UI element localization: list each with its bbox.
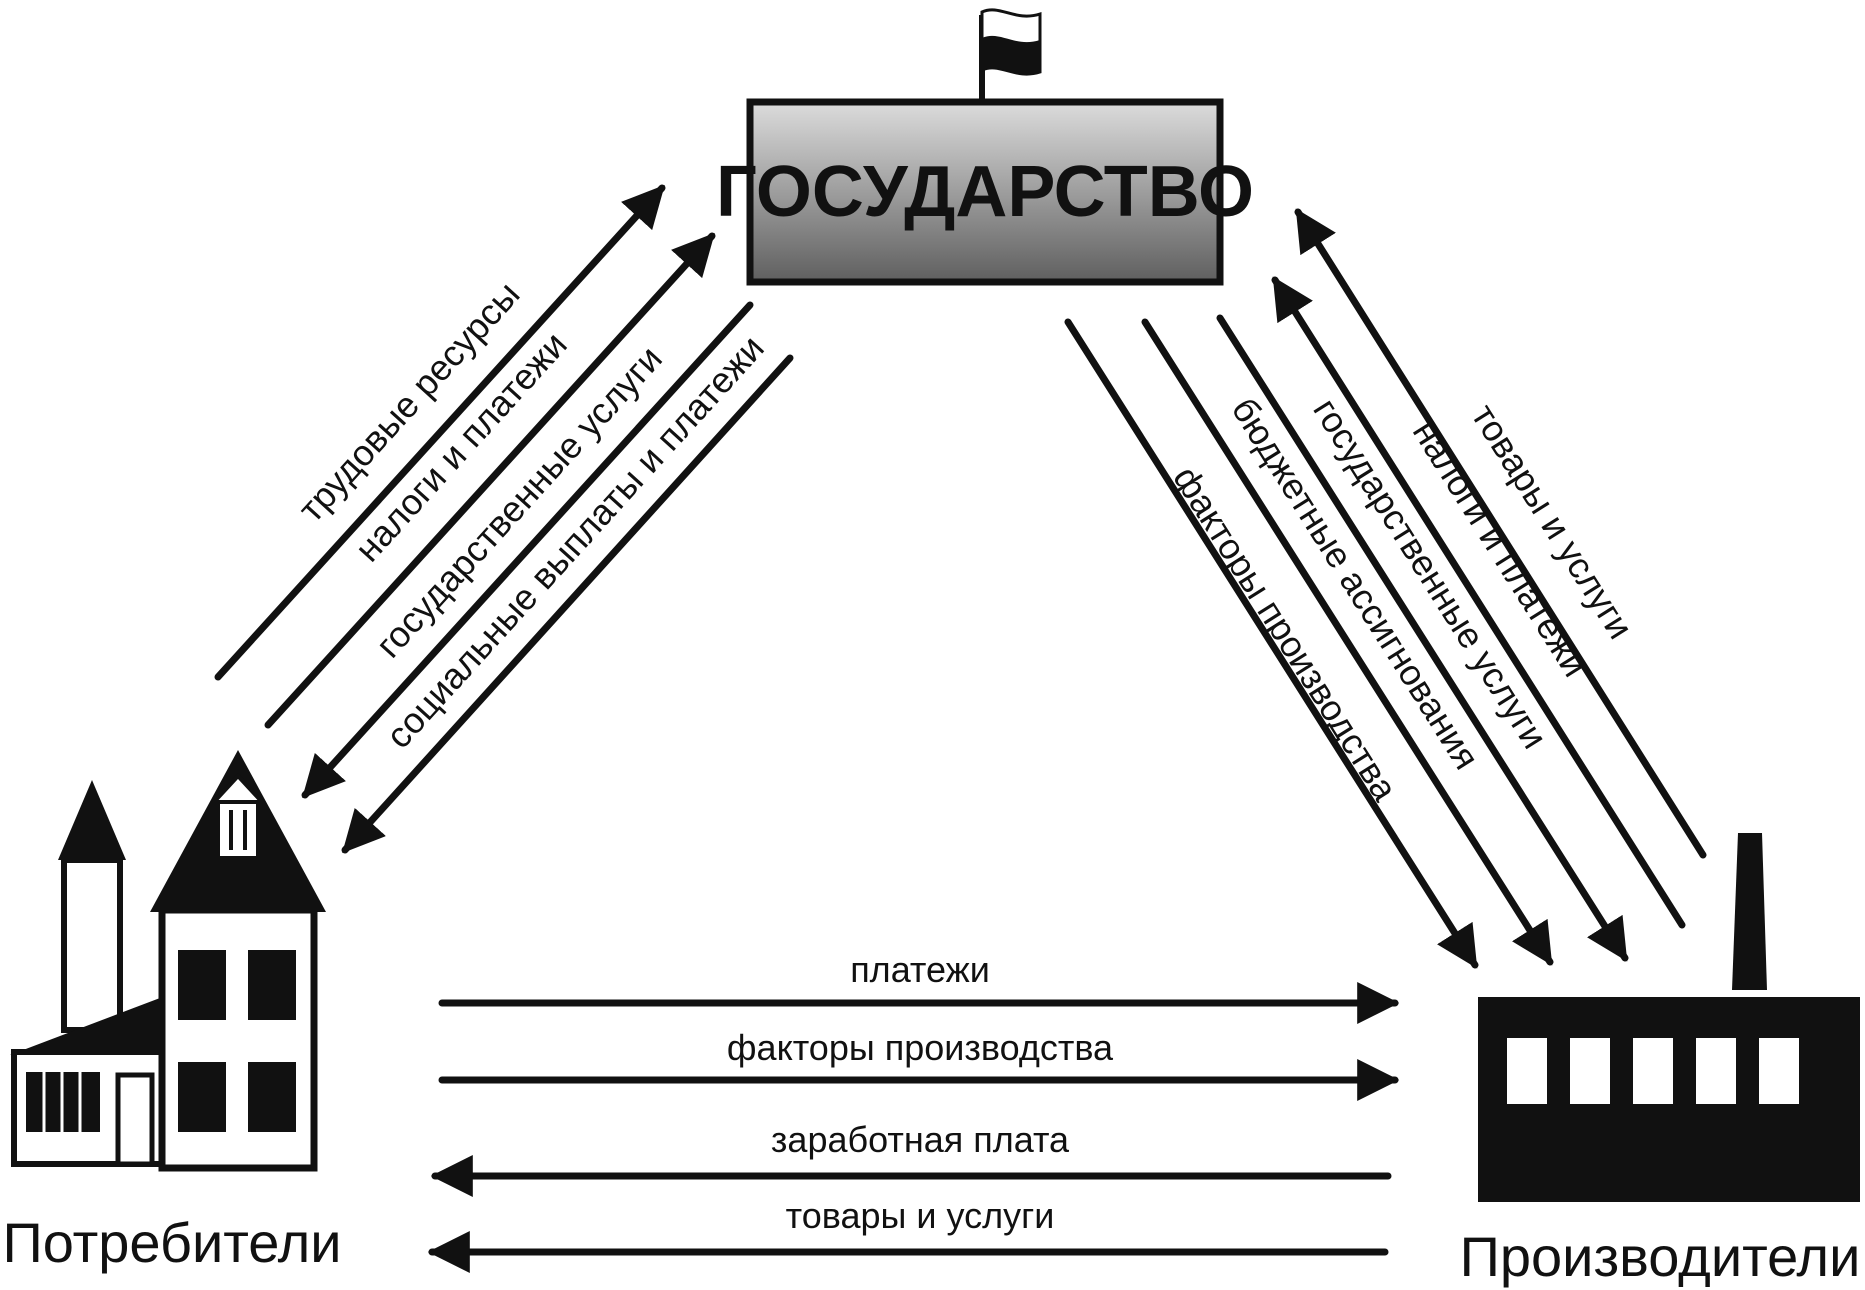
state-title: ГОСУДАРСТВО: [716, 152, 1254, 232]
bottom-flow-label: товары и услуги: [786, 1195, 1055, 1236]
right-arrow-services-to-producers: [1216, 314, 1629, 962]
producers-label: Производители: [1460, 1225, 1861, 1288]
state-node: ГОСУДАРСТВО: [716, 8, 1254, 286]
factory-icon: [1478, 833, 1860, 1202]
consumers-node: Потребители: [2, 750, 342, 1274]
left-arrow-labor-to-state: [214, 184, 666, 681]
bottom-flow-label: факторы производства: [727, 1027, 1114, 1068]
consumers-label: Потребители: [2, 1211, 341, 1274]
state-box: [746, 98, 1224, 286]
house-icon: [10, 750, 326, 1172]
flag-icon: [979, 8, 1042, 100]
right-arrow-factors-to-producers: [1064, 318, 1479, 969]
right-flows: товары и услуги налоги и платежи государ…: [1064, 208, 1707, 969]
right-arrow-budget-to-producers: [1141, 318, 1554, 966]
left-arrow-social-to-consumers: [341, 354, 794, 854]
bottom-flow-label: платежи: [850, 949, 990, 990]
left-arrow-services-to-consumers: [301, 301, 754, 799]
right-arrow-goods-to-state: [1294, 208, 1707, 859]
right-arrow-taxes-to-state: [1271, 276, 1686, 929]
bottom-flow-label: заработная плата: [771, 1119, 1070, 1160]
left-arrow-taxes-to-state: [264, 232, 716, 729]
producers-node: Производители: [1460, 833, 1861, 1288]
bottom-flows: платежи факторы производства заработная …: [427, 949, 1400, 1273]
left-flows: трудовые ресурсы налоги и платежи госуда…: [214, 184, 794, 854]
